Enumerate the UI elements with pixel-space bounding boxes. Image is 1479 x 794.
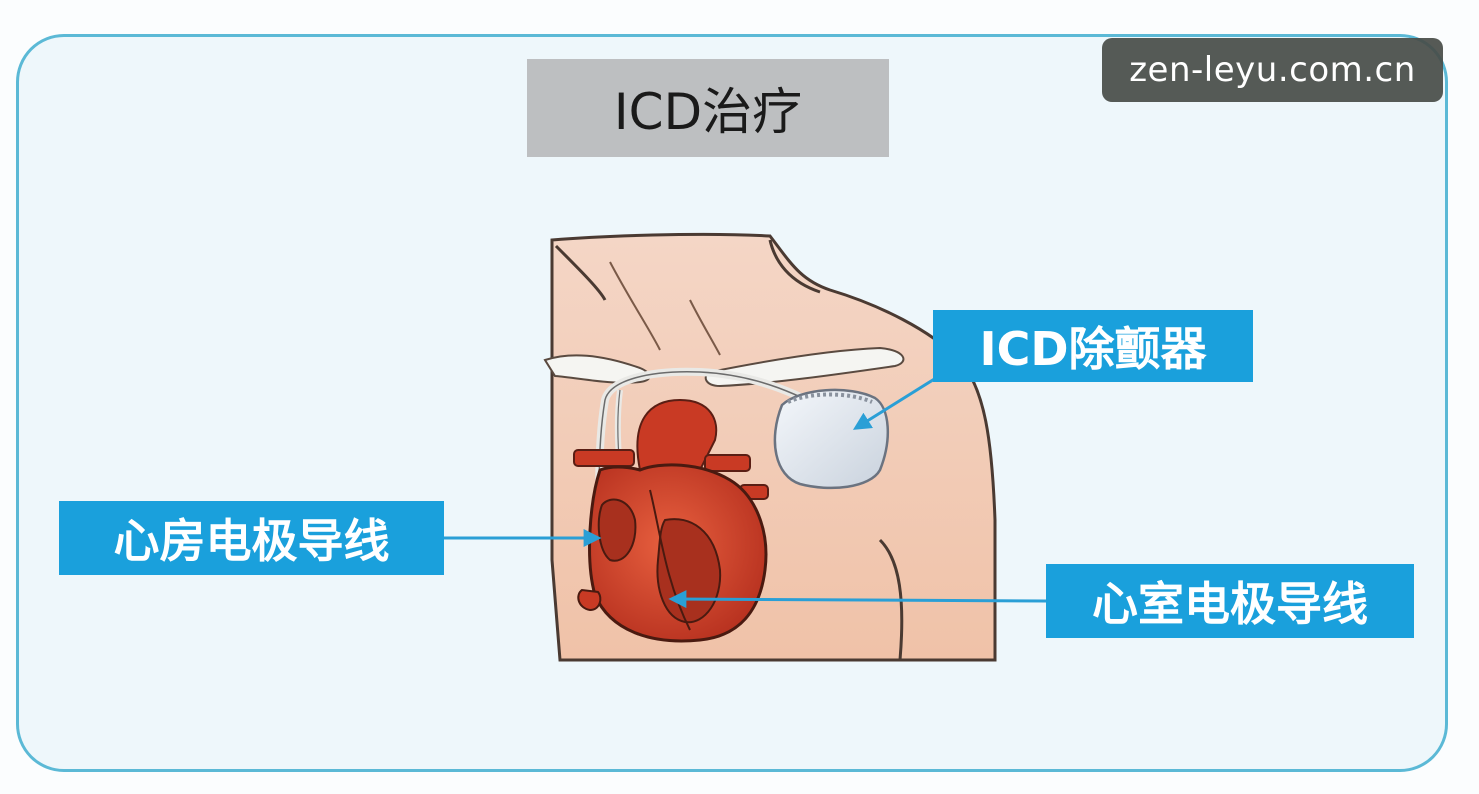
neck-muscle	[609, 261, 721, 356]
aorta	[636, 398, 718, 471]
diagram-title: ICD治疗	[527, 59, 889, 157]
icd-device-header	[787, 392, 873, 404]
label-atrial-lead: 心房电极导线	[59, 501, 444, 575]
shoulder-contour	[878, 538, 904, 661]
vessel-branch	[573, 449, 635, 467]
watermark: zen-leyu.com.cn	[1102, 38, 1443, 102]
neck-line-right	[768, 239, 821, 294]
neck-line-left	[554, 244, 607, 301]
arrow-icd-device	[852, 376, 937, 430]
arrow-ventricular-lead	[668, 590, 1047, 609]
label-ventricular-lead: 心室电极导线	[1046, 564, 1414, 638]
label-icd-device: ICD除颤器	[933, 310, 1253, 382]
heart-chamber-atrium	[597, 498, 637, 562]
heart-septum	[649, 489, 691, 631]
vessel-branch-right	[704, 454, 751, 472]
vena-cava-stub	[577, 588, 602, 612]
lead-wire-outline	[598, 371, 846, 521]
icd-device	[773, 388, 889, 490]
